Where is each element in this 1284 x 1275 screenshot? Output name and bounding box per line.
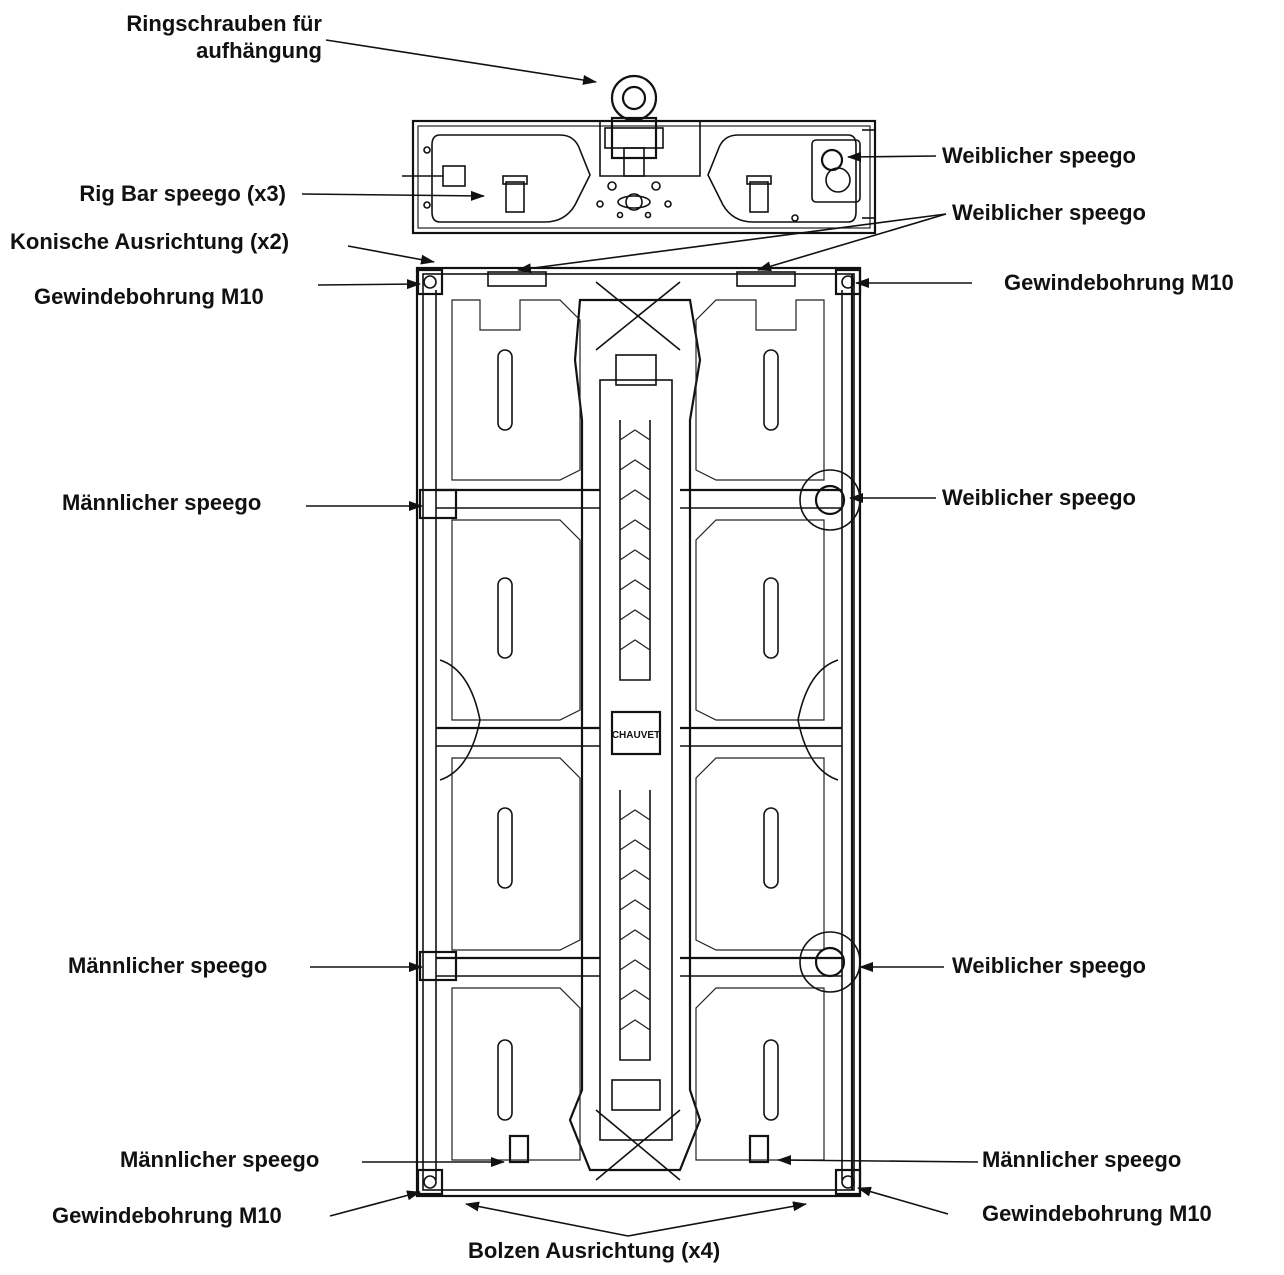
chauvet-logo: CHAUVET [612, 730, 660, 741]
led-panel-body: CHAUVET [415, 266, 862, 1198]
label-weiblicher-speego-3: Weiblicher speego [942, 485, 1136, 510]
label-bolzen-ausrichtung: Bolzen Ausrichtung (x4) [468, 1238, 721, 1263]
label-rig-bar-speego: Rig Bar speego (x3) [79, 181, 286, 206]
label-gewindebohrung-bottom-left: Gewindebohrung M10 [52, 1203, 282, 1228]
rig-bar [402, 74, 877, 235]
label-weiblicher-speego-rigbar: Weiblicher speego [942, 143, 1136, 168]
label-gewindebohrung-top-left: Gewindebohrung M10 [34, 284, 264, 309]
label-konische-ausrichtung: Konische Ausrichtung (x2) [10, 229, 290, 254]
leader-lines [301, 39, 979, 1237]
label-maennlicher-speego-3: Männlicher speego [120, 1147, 320, 1172]
label-maennlicher-speego-2: Männlicher speego [68, 953, 268, 978]
label-gewindebohrung-top-right: Gewindebohrung M10 [1004, 270, 1234, 295]
label-ringschrauben: Ringschrauben für aufhängung [126, 11, 322, 63]
label-gewindebohrung-bottom-right: Gewindebohrung M10 [982, 1201, 1212, 1226]
label-maennlicher-speego-4: Männlicher speego [982, 1147, 1182, 1172]
label-maennlicher-speego-1: Männlicher speego [62, 490, 262, 515]
label-weiblicher-speego-4: Weiblicher speego [952, 953, 1146, 978]
label-weiblicher-speego-top: Weiblicher speego [952, 200, 1146, 225]
